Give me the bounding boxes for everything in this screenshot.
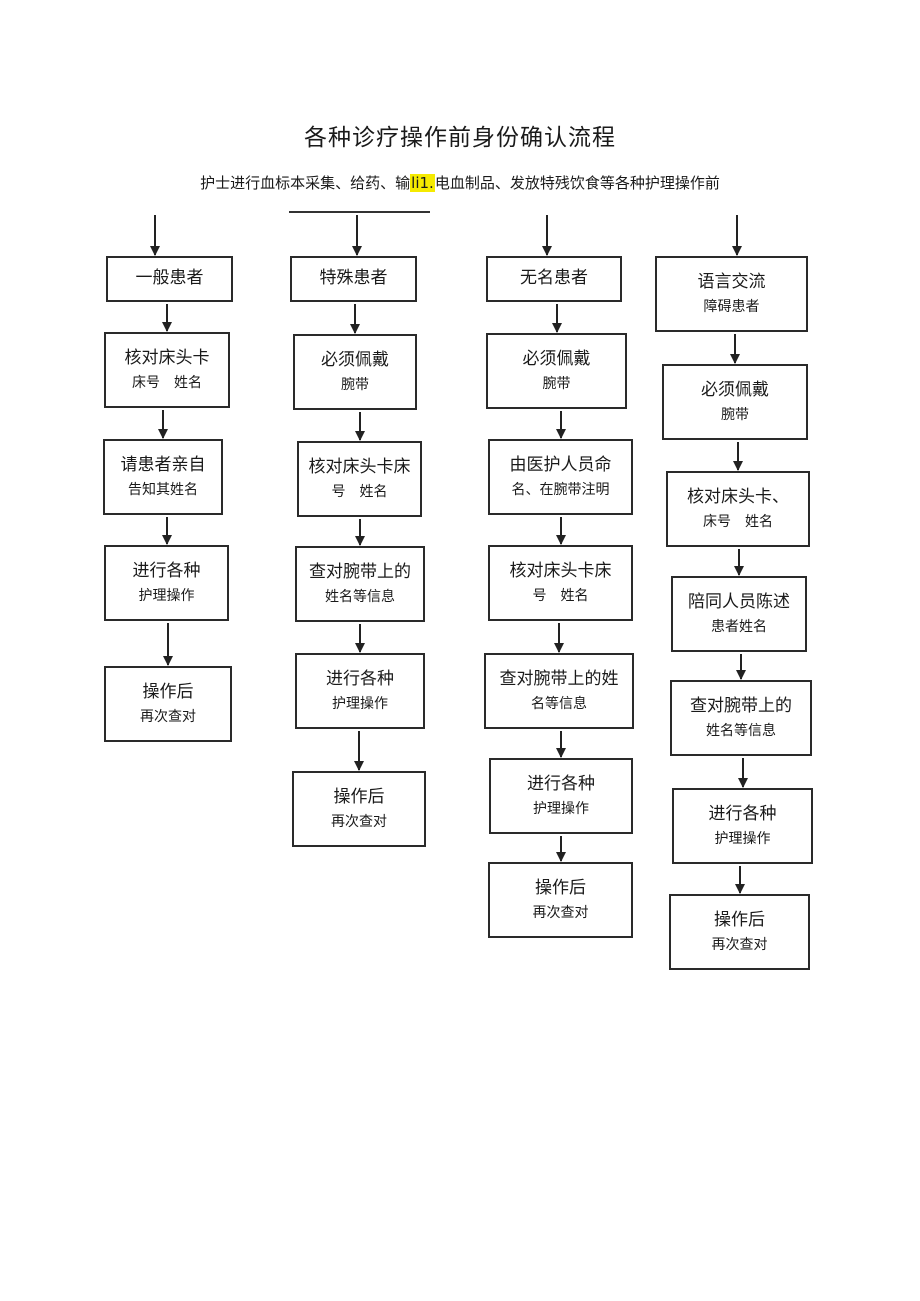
- flow-step-subtext: 号 姓名: [532, 587, 589, 604]
- flow-step-box: 核对床头卡、床号 姓名: [666, 471, 810, 547]
- flow-step-subtext: 腕带: [341, 376, 369, 393]
- flow-step-text: 进行各种: [708, 803, 777, 824]
- flow-step-subtext: 腕带: [721, 406, 749, 423]
- flow-intro-text: 护士进行血标本采集、给药、输li1.电血制品、发放特残饮食等各种护理操作前: [0, 172, 920, 193]
- flow-step-subtext: 再次查对: [331, 813, 387, 830]
- intro-text-start: 护士进行血标本采集、给药、输: [200, 174, 411, 192]
- flow-step-text: 无名患者: [520, 268, 588, 289]
- flow-step-box: 查对腕带上的姓名等信息: [670, 680, 812, 756]
- flow-step-box: 进行各种护理操作: [489, 758, 633, 834]
- flow-step-text: 请患者亲自: [120, 454, 206, 475]
- flow-step-text: 核对床头卡床: [509, 560, 612, 581]
- flow-step-subtext: 姓名等信息: [706, 722, 776, 739]
- flow-step-box: 无名患者: [486, 256, 622, 302]
- flow-step-box: 查对腕带上的姓名等信息: [295, 546, 425, 622]
- highlighted-text: li1.: [410, 174, 435, 192]
- flow-step-box: 进行各种护理操作: [295, 653, 425, 729]
- flow-step-subtext: 床号 姓名: [703, 513, 773, 530]
- flow-step-text: 查对腕带上的姓: [499, 668, 619, 689]
- header-rule: [289, 211, 430, 213]
- flow-step-subtext: 障碍患者: [703, 298, 760, 315]
- flow-step-text: 由医护人员命: [509, 454, 612, 475]
- flow-step-text: 操作后: [535, 877, 586, 898]
- flow-step-subtext: 号 姓名: [331, 483, 388, 500]
- flow-step-subtext: 告知其姓名: [128, 481, 198, 498]
- flow-step-text: 核对床头卡、: [687, 486, 789, 507]
- flow-step-text: 必须佩戴: [701, 379, 769, 400]
- flow-step-box: 核对床头卡床号 姓名: [488, 545, 633, 621]
- flow-step-box: 进行各种护理操作: [104, 545, 229, 621]
- flow-step-box: 操作后再次查对: [669, 894, 810, 970]
- flow-step-box: 操作后再次查对: [488, 862, 633, 938]
- flow-step-subtext: 再次查对: [140, 708, 196, 725]
- flow-step-subtext: 护理操作: [332, 695, 388, 712]
- flow-step-subtext: 名等信息: [531, 695, 587, 712]
- flow-step-text: 一般患者: [135, 268, 204, 289]
- flow-step-text: 核对床头卡: [124, 347, 210, 368]
- intro-text-end: 电血制品、发放特残饮食等各种护理操作前: [434, 174, 720, 192]
- flow-step-subtext: 再次查对: [532, 904, 589, 921]
- flow-step-subtext: 名、在腕带注明: [511, 481, 610, 498]
- flow-step-text: 查对腕带上的: [690, 695, 792, 716]
- flow-step-box: 语言交流障碍患者: [655, 256, 808, 332]
- flow-step-box: 必须佩戴腕带: [486, 333, 627, 409]
- flow-step-box: 陪同人员陈述患者姓名: [671, 576, 807, 652]
- flow-step-text: 特殊患者: [319, 268, 388, 289]
- flow-step-box: 操作后再次查对: [292, 771, 426, 847]
- flow-step-text: 必须佩戴: [321, 349, 389, 370]
- flow-step-subtext: 患者姓名: [711, 618, 767, 635]
- flow-step-box: 核对床头卡床号 姓名: [297, 441, 422, 517]
- flow-step-box: 操作后再次查对: [104, 666, 232, 742]
- flow-step-text: 必须佩戴: [522, 348, 591, 369]
- page-title: 各种诊疗操作前身份确认流程: [304, 125, 616, 151]
- flow-step-subtext: 腕带: [542, 375, 571, 392]
- flow-step-box: 请患者亲自告知其姓名: [103, 439, 223, 515]
- flow-step-box: 必须佩戴腕带: [662, 364, 808, 440]
- flow-step-text: 操作后: [714, 909, 765, 930]
- flow-step-subtext: 姓名等信息: [325, 588, 395, 605]
- flow-step-box: 特殊患者: [290, 256, 417, 302]
- flow-step-subtext: 护理操作: [714, 830, 771, 847]
- flow-step-text: 进行各种: [132, 560, 201, 581]
- flow-step-text: 进行各种: [326, 668, 394, 689]
- flow-step-subtext: 床号 姓名: [132, 374, 202, 391]
- flow-step-subtext: 再次查对: [711, 936, 768, 953]
- flow-step-text: 陪同人员陈述: [688, 591, 790, 612]
- flow-step-box: 进行各种护理操作: [672, 788, 813, 864]
- flow-step-box: 核对床头卡床号 姓名: [104, 332, 230, 408]
- flow-step-box: 查对腕带上的姓名等信息: [484, 653, 634, 729]
- flow-step-text: 核对床头卡床: [308, 456, 411, 477]
- flow-step-box: 由医护人员命名、在腕带注明: [488, 439, 633, 515]
- flow-step-text: 操作后: [333, 786, 385, 807]
- flow-step-subtext: 护理操作: [533, 800, 589, 817]
- flow-step-box: 必须佩戴腕带: [293, 334, 417, 410]
- flow-step-subtext: 护理操作: [138, 587, 195, 604]
- flow-step-text: 查对腕带上的: [309, 561, 411, 582]
- flow-step-text: 操作后: [142, 681, 194, 702]
- flow-step-text: 进行各种: [527, 773, 595, 794]
- flow-step-text: 语言交流: [697, 271, 766, 292]
- flow-step-box: 一般患者: [106, 256, 233, 302]
